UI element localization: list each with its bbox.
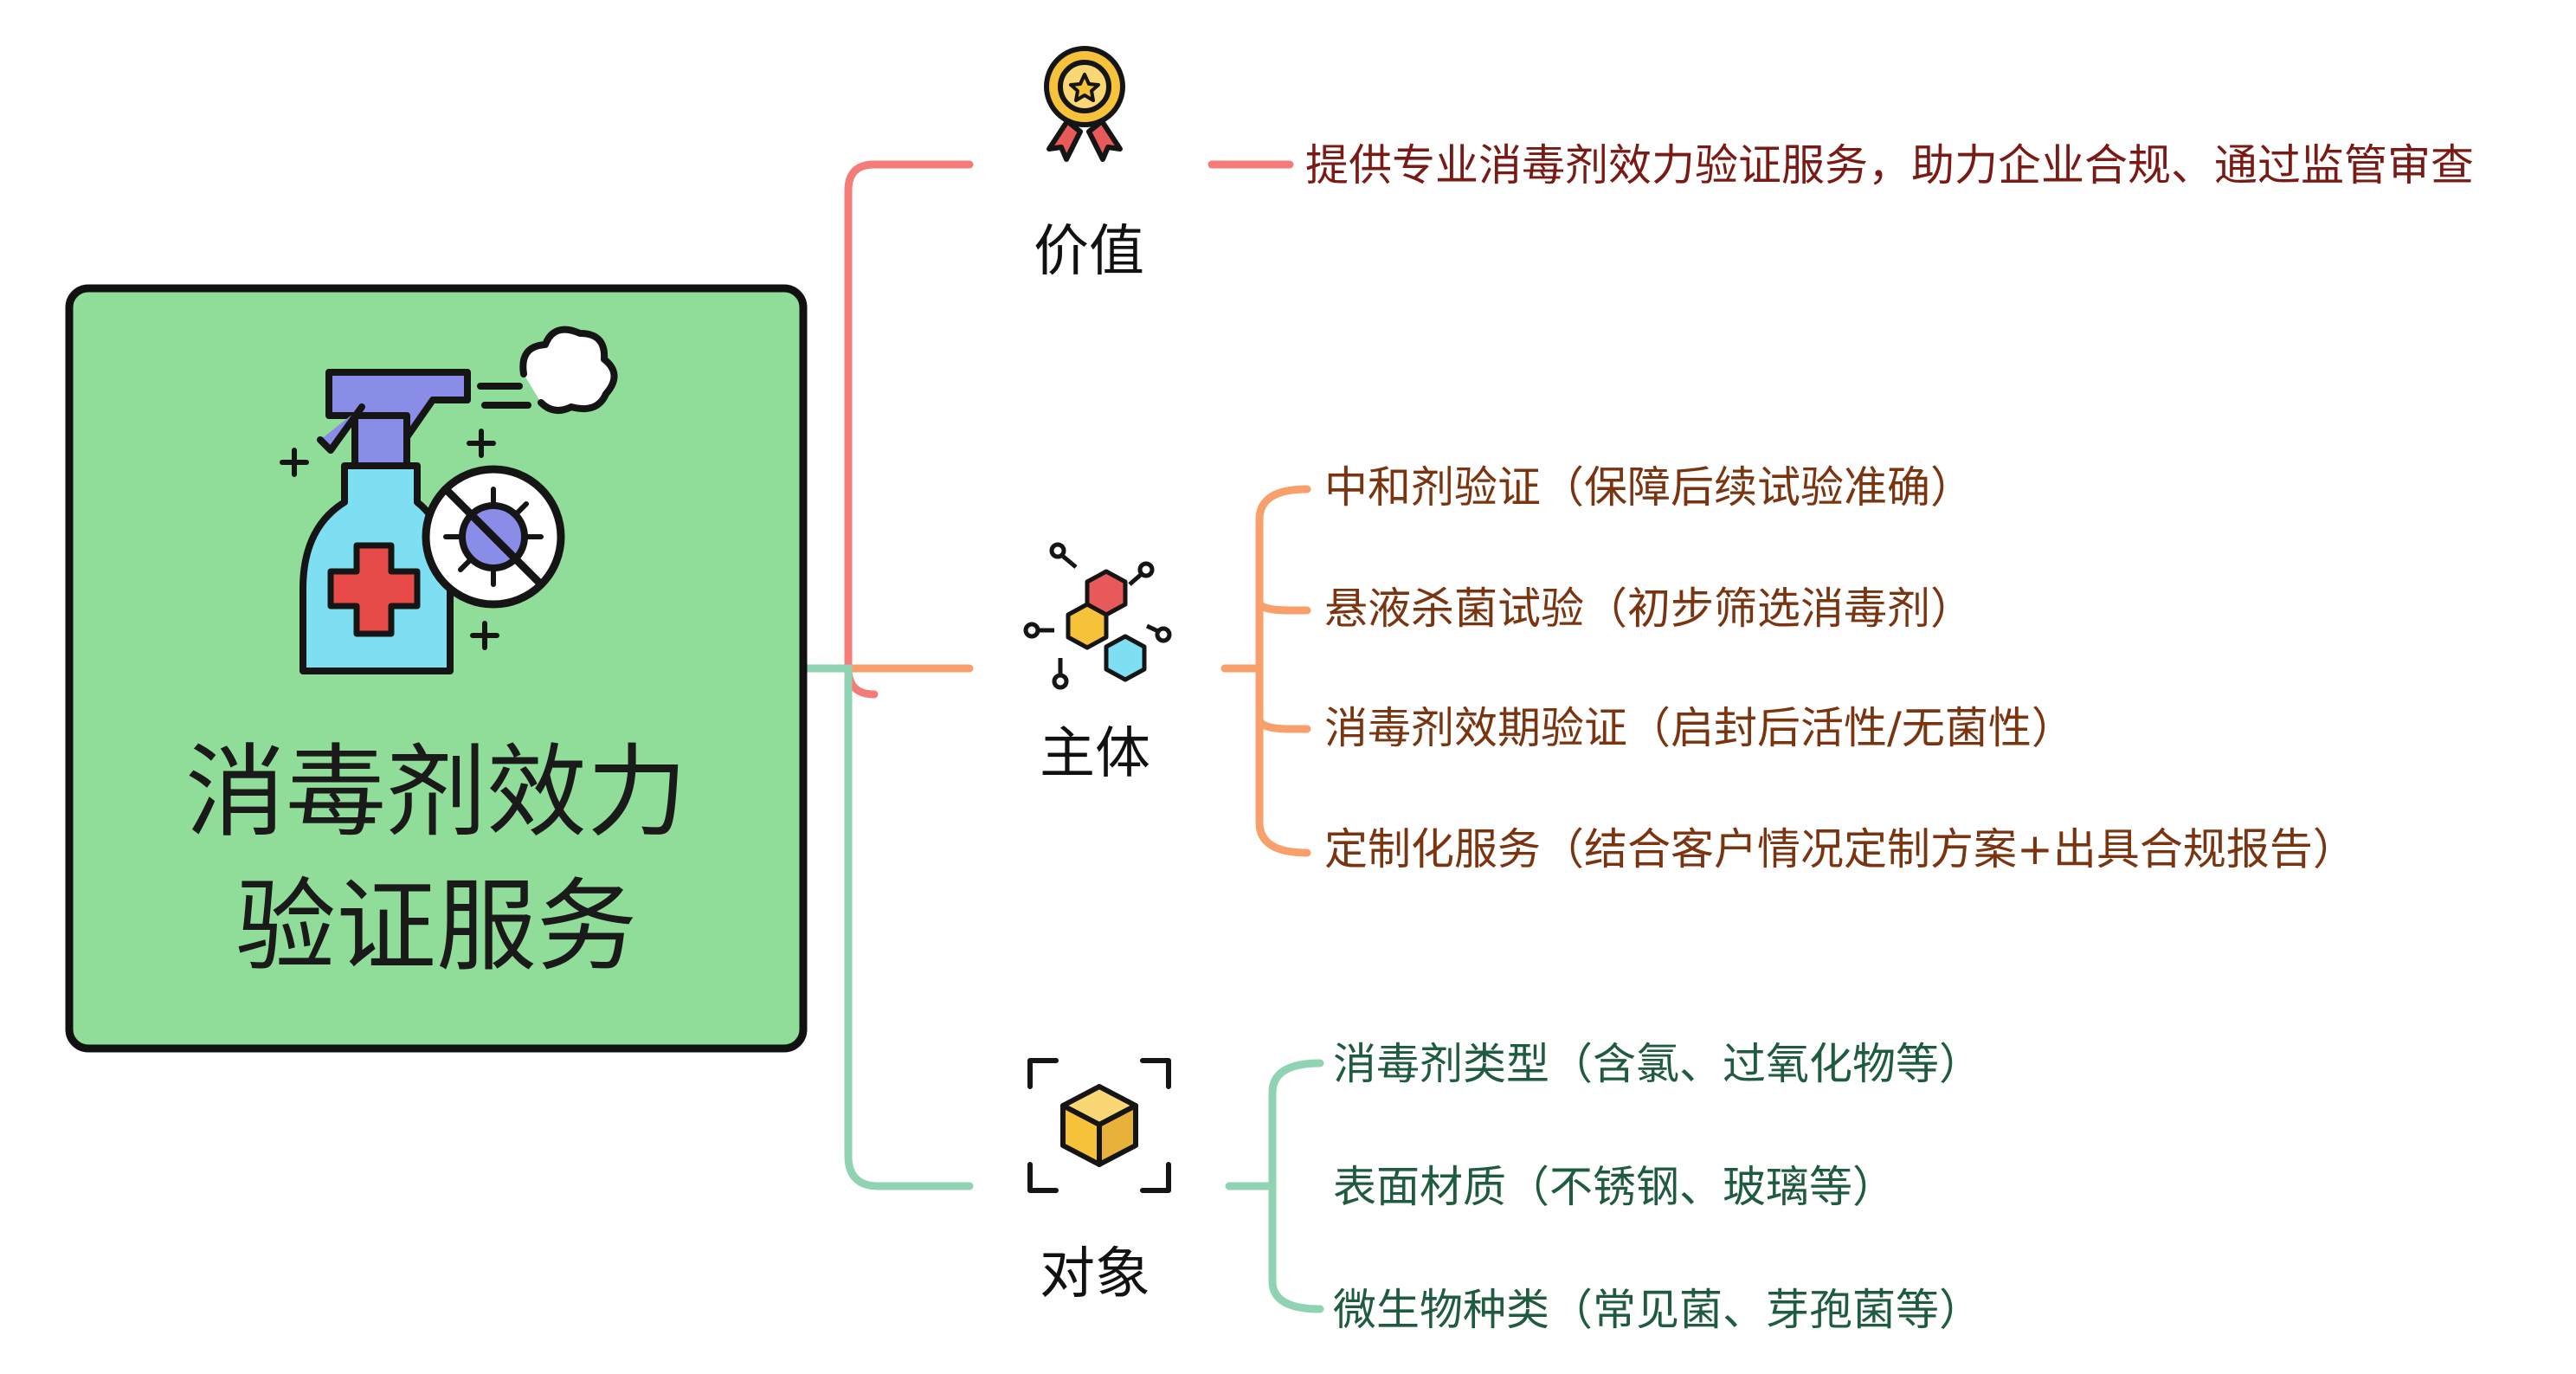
molecule-icon (1023, 542, 1172, 690)
connector-value (844, 160, 889, 699)
leaf-subject-1[interactable]: 悬液杀菌试验（初步筛选消毒剂） (1324, 584, 1974, 634)
award-medal-icon (1044, 46, 1125, 162)
branch-subject[interactable]: 主体 (1023, 542, 1172, 786)
branch-object[interactable]: 对象 (1027, 1058, 1171, 1306)
branch-label-subject: 主体 (1040, 722, 1150, 786)
branch-value[interactable]: 价值 (1034, 46, 1144, 284)
leaf-object-0[interactable]: 消毒剂类型（含氯、过氧化物等） (1333, 1039, 1982, 1089)
root-title-line2: 验证服务 (235, 868, 637, 985)
leaf-subject-3[interactable]: 定制化服务（结合客户情况定制方案+出具合规报告） (1324, 824, 2356, 874)
root-title-line1: 消毒剂效力 (185, 734, 687, 851)
cube-focus-icon (1027, 1058, 1171, 1193)
disinfectant-spray-icon (280, 326, 618, 674)
leaf-value-0[interactable]: 提供专业消毒剂效力验证服务，助力企业合规、通过监管审查 (1305, 140, 2474, 190)
root-node[interactable]: 消毒剂效力 验证服务 (65, 284, 808, 1053)
leaf-object-1[interactable]: 表面材质（不锈钢、玻璃等） (1333, 1162, 1896, 1212)
branch-label-object: 对象 (1040, 1242, 1150, 1306)
root-connectors (801, 160, 974, 1190)
leaf-object-2[interactable]: 微生物种类（常见菌、芽孢菌等） (1333, 1285, 1982, 1335)
connector-object (801, 664, 974, 1190)
leaf-subject-0[interactable]: 中和剂验证（保障后续试验准确） (1324, 462, 1974, 513)
subject-bracket (1220, 485, 1311, 857)
object-bracket (1225, 1059, 1324, 1313)
leaf-subject-2[interactable]: 消毒剂效期验证（启封后活性/无菌性） (1324, 703, 2075, 753)
branch-label-value: 价值 (1034, 220, 1144, 284)
